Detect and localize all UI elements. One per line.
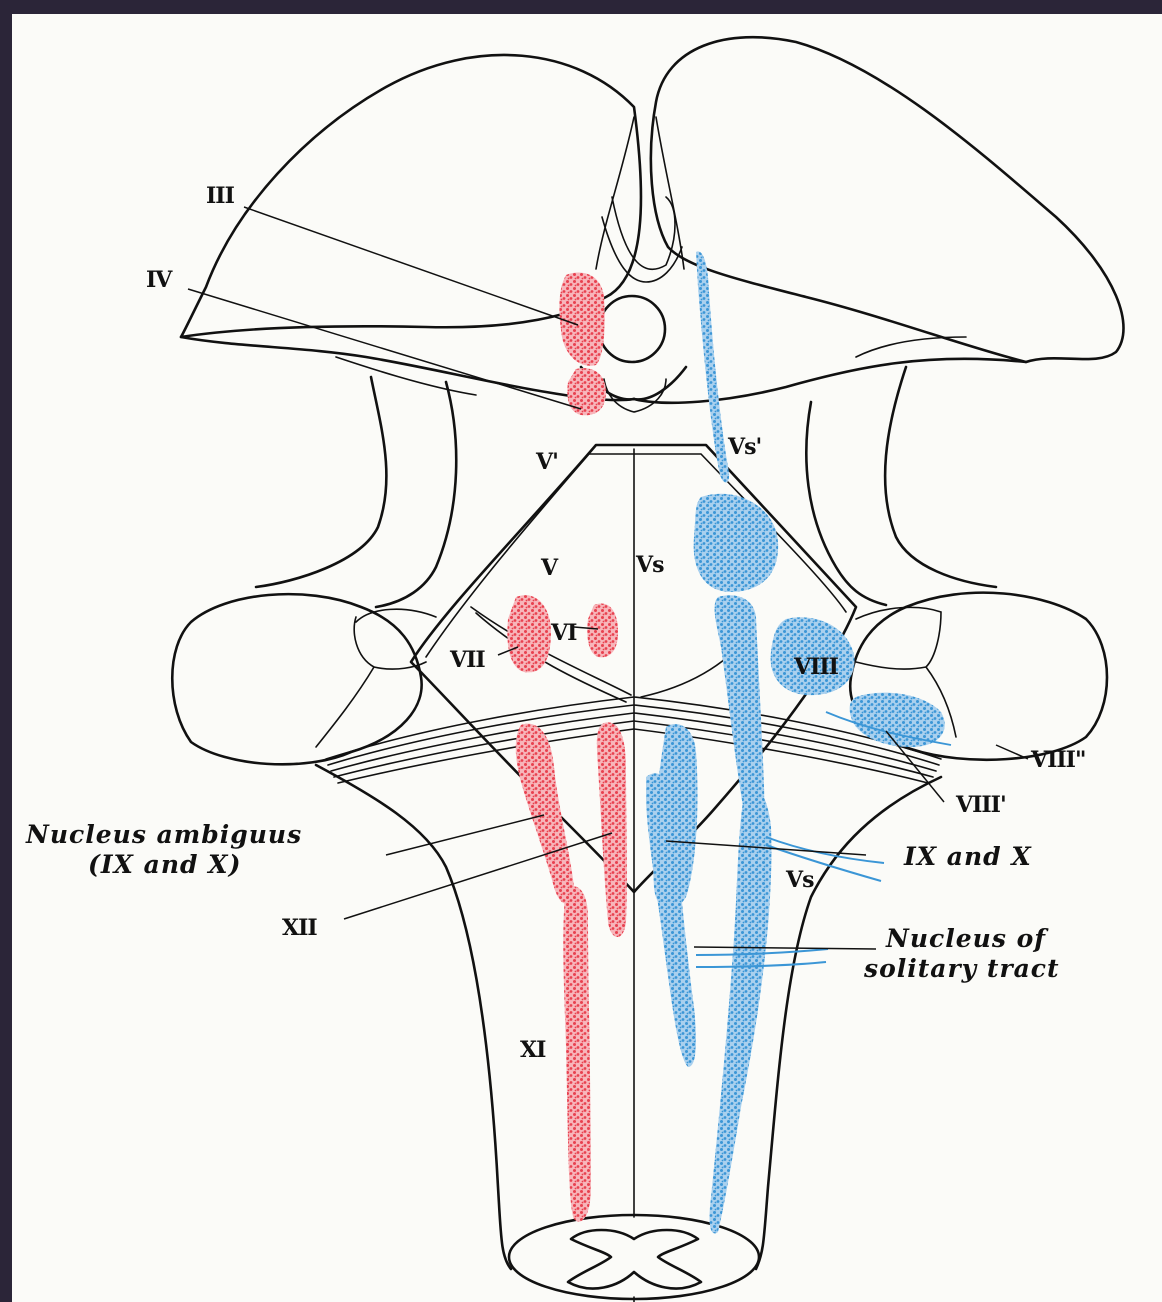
label-v-prime: V'	[535, 449, 558, 475]
nucleus-viii-cochlear	[850, 693, 945, 747]
motor-nuclei	[507, 273, 627, 1222]
grey-matter-butterfly	[568, 1230, 701, 1289]
label-xii: XII	[282, 915, 317, 941]
nucleus-iv	[567, 368, 606, 415]
brainstem-diagram: III IV V' Vs' V Vs VI VII VIII VIII" VII…	[12, 14, 1162, 1302]
label-viii: VIII	[793, 654, 839, 680]
label-vi: VI	[550, 620, 577, 646]
right-hemisphere-outline	[651, 37, 1124, 362]
label-xi: XI	[520, 1037, 546, 1063]
label-viii-double-prime: VIII"	[1030, 747, 1085, 773]
mesencephalic-trigeminal-tract	[696, 251, 729, 482]
superior-colliculus	[599, 296, 665, 362]
label-vii: VII	[449, 647, 485, 673]
nucleus-ix-x-dorsal	[653, 724, 697, 909]
label-v: V	[540, 555, 559, 581]
nucleus-vi	[587, 603, 618, 657]
vs-spinal-tract-lower	[709, 786, 771, 1233]
label-ix-and-x: IX and X	[903, 842, 1032, 871]
label-viii-prime: VIII'	[955, 792, 1006, 818]
label-nucleus-solitary-1: Nucleus of	[885, 924, 1049, 953]
label-iv: IV	[146, 267, 173, 293]
nucleus-vii	[507, 595, 551, 672]
sensory-nuclei	[646, 251, 951, 1233]
diagram-canvas: III IV V' Vs' V Vs VI VII VIII VIII" VII…	[12, 14, 1162, 1302]
label-nucleus-ambiguus-2: (IX and X)	[88, 850, 241, 879]
spinal-cord-section	[509, 1215, 759, 1299]
label-nucleus-solitary-2: solitary tract	[863, 954, 1060, 983]
medulla-outline	[316, 765, 511, 1269]
nucleus-xii	[597, 722, 627, 937]
label-vs-lower: Vs	[785, 867, 814, 893]
label-nucleus-ambiguus-1: Nucleus ambiguus	[25, 820, 302, 849]
label-vs: Vs	[635, 552, 664, 578]
nucleus-xi	[563, 886, 591, 1222]
label-iii: III	[206, 183, 235, 209]
left-middle-peduncle	[172, 594, 421, 764]
nucleus-ambiguus	[516, 724, 574, 904]
brainstem-outline	[172, 37, 1123, 1302]
nucleus-iii	[559, 273, 604, 366]
label-vs-prime: Vs'	[727, 434, 761, 460]
